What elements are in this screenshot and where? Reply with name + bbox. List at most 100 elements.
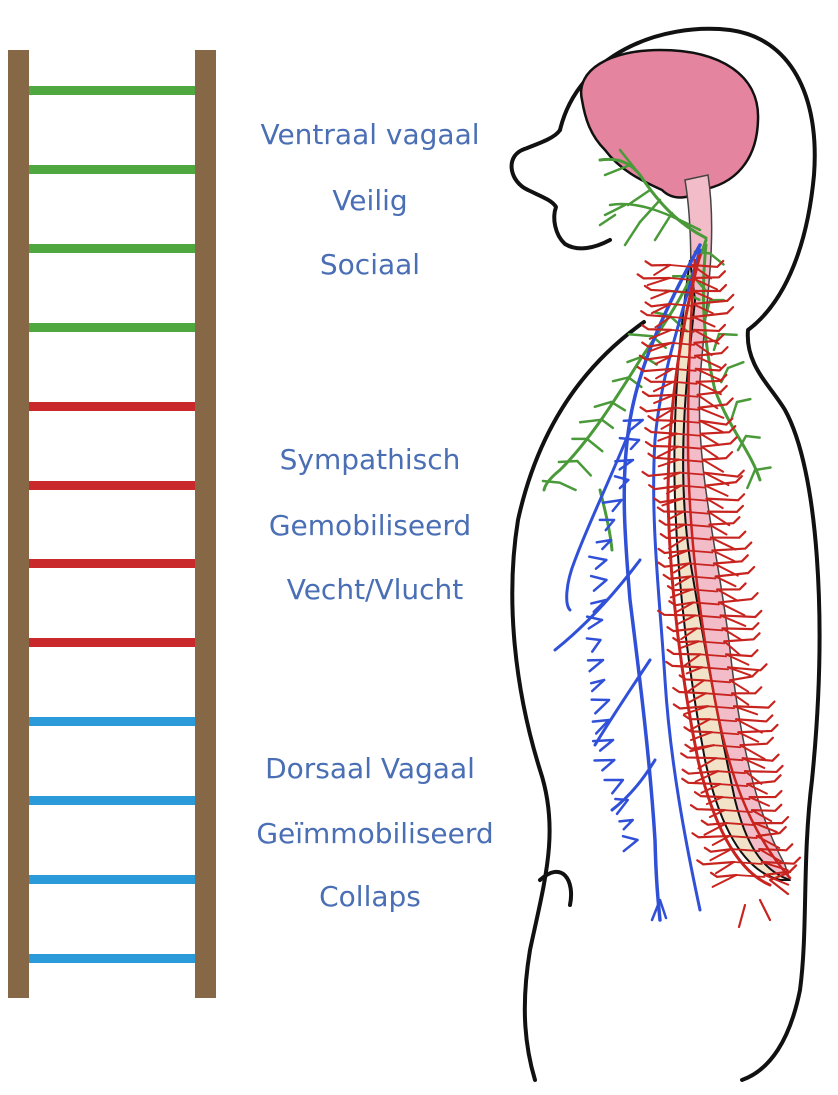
dorsal-nerve-twig <box>593 758 616 772</box>
sympathetic-branch <box>665 484 683 495</box>
sympathetic-branch <box>748 796 770 807</box>
sympathetic-branch <box>760 861 789 872</box>
sympathetic-branch <box>680 752 717 760</box>
sympathetic-branch <box>680 627 698 641</box>
sympathetic-branch <box>708 809 726 819</box>
sympathetic-branch <box>693 333 725 344</box>
sympathetic-branch <box>659 532 688 540</box>
sympathetic-branch <box>737 731 760 743</box>
sympathetic-branch <box>643 376 675 383</box>
sympathetic-rung <box>725 822 756 826</box>
sympathetic-branch <box>741 757 766 769</box>
dorsal-nerve-branch <box>565 428 632 612</box>
sympathetic-branch <box>682 714 711 721</box>
sympathetic-branch <box>638 354 674 361</box>
dorsal-nerve-twig <box>585 637 602 653</box>
sympathetic-branch <box>660 419 677 430</box>
sympathetic-branch <box>711 549 736 563</box>
sympathetic-branch <box>698 417 734 426</box>
sympathetic-branch <box>644 440 679 448</box>
sympathetic-branch <box>700 436 738 448</box>
dorsal-nerve-twig <box>595 538 613 551</box>
ventral-nerve-twig <box>578 418 615 430</box>
sympathetic-branch <box>694 354 722 369</box>
sympathetic-branch <box>663 471 681 480</box>
sympathetic-branch <box>700 445 719 459</box>
ladder-left-rail <box>8 50 29 998</box>
sympathetic-rung <box>671 367 697 372</box>
sympathetic-branch <box>679 640 700 649</box>
sympathetic-branch <box>753 822 778 833</box>
brain <box>579 48 760 199</box>
dorsal-nerve-branch <box>610 758 657 812</box>
sympathetic-branch <box>691 264 713 280</box>
sympathetic-branch <box>704 484 729 497</box>
sympathetic-branch <box>741 753 780 762</box>
dorsal-nerve-twig <box>601 498 623 513</box>
sympathetic-branch <box>714 565 756 578</box>
sympathetic-rung <box>674 406 700 411</box>
sympathetic-branch <box>636 273 672 280</box>
sympathetic-branch <box>739 736 774 747</box>
sympathetic-rung <box>679 471 705 476</box>
sympathetic-branch <box>685 679 705 694</box>
sympathetic-rung <box>669 277 694 281</box>
sympathetic-branch <box>654 354 674 365</box>
sympathetic-branch <box>719 609 763 619</box>
sympathetic-branch <box>735 714 774 723</box>
sympathetic-branch <box>706 504 745 513</box>
sympathetic-branch <box>641 390 676 398</box>
sympathetic-branch <box>743 764 784 774</box>
sympathetic-branch <box>691 832 731 839</box>
sympathetic-branch <box>758 843 794 852</box>
sympathetic-branch <box>667 510 685 521</box>
sympathetic-rung <box>670 341 696 346</box>
ventral-nerve-twig <box>730 397 752 420</box>
ladder-rung-sympathetic <box>29 559 195 568</box>
sympathetic-branch <box>641 324 673 331</box>
dorsal-nerve-twig <box>622 418 644 431</box>
ventral-nerve-trunk <box>542 238 708 492</box>
sympathetic-branch <box>703 846 733 853</box>
ventral-nerve-twig <box>746 466 772 490</box>
sympathetic-branch <box>723 632 761 643</box>
sympathetic-branch <box>641 470 682 478</box>
sympathetic-branch <box>725 653 750 666</box>
sympathetic-branch <box>677 614 697 625</box>
sympathetic-branch <box>753 815 790 825</box>
sympathetic-branch <box>691 302 714 315</box>
sympathetic-branch <box>648 484 683 491</box>
dorsal-nerve-twig <box>585 615 604 630</box>
sympathetic-rung <box>695 627 724 632</box>
label-sympathetic-2: Gemobiliseerd <box>268 509 472 542</box>
sympathetic-branch <box>689 718 711 731</box>
sympathetic-branch <box>730 686 763 695</box>
sympathetic-rung <box>712 744 742 749</box>
sympathetic-rung <box>735 874 766 878</box>
sympathetic-branch <box>743 770 763 785</box>
dorsal-nerve-twig <box>588 555 608 570</box>
sympathetic-branch <box>647 452 680 461</box>
sympathetic-branch <box>669 588 693 599</box>
sympathetic-branch <box>643 284 672 293</box>
ladder-rung-ventral <box>29 323 195 332</box>
sympathetic-rung <box>675 419 701 424</box>
sympathetic-rung <box>692 601 720 606</box>
sympathetic-branch <box>666 626 698 633</box>
sympathetic-branch <box>691 283 728 293</box>
dorsal-nerve-twig <box>586 658 605 673</box>
dorsal-vagal-nerves <box>553 243 702 922</box>
sympathetic-rung <box>706 705 735 710</box>
sympathetic-branch <box>644 426 678 435</box>
sympathetic-branch <box>650 289 672 300</box>
sympathetic-branch <box>701 458 725 473</box>
sympathetic-branch <box>639 406 677 413</box>
sympathetic-branch <box>655 367 674 380</box>
sympathetic-branch <box>648 341 673 353</box>
sympathetic-rung <box>699 653 728 658</box>
sympathetic-branch <box>691 289 713 301</box>
sympathetic-branch <box>672 703 709 710</box>
dorsal-nerve-twig <box>614 797 630 816</box>
sympathetic-branch <box>692 323 727 333</box>
